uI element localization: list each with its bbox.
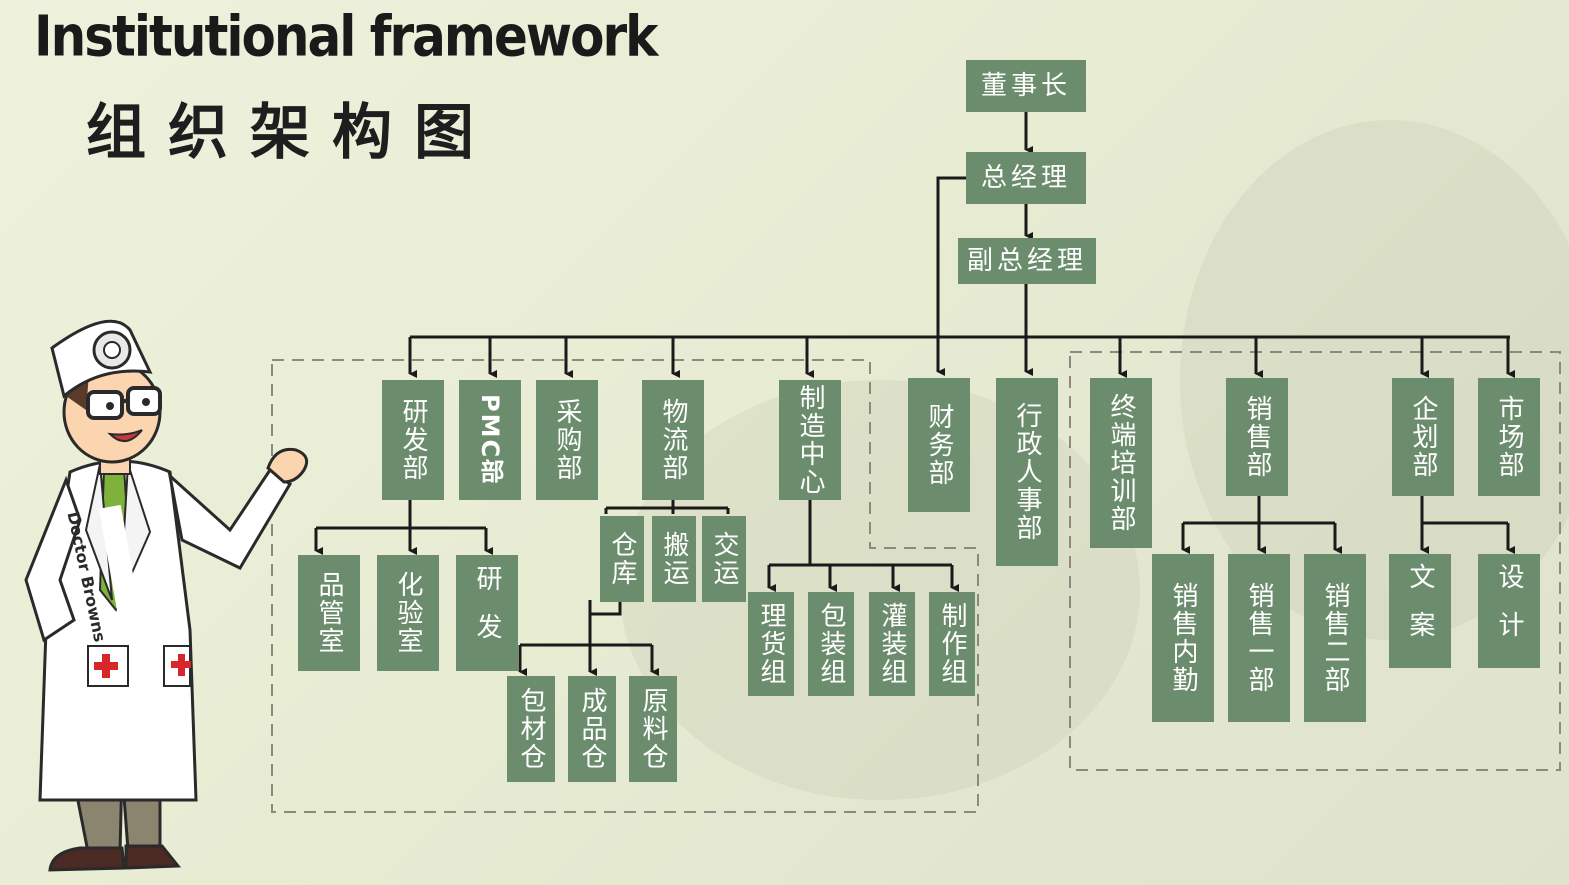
node-sales-dept: 销售部 — [1226, 378, 1288, 496]
dashed-group-outlines — [271, 351, 1561, 813]
title-english: Institutional framework — [34, 4, 658, 69]
node-admin-hr-dept: 行政人事部 — [996, 378, 1058, 566]
node-filling-group: 灌装组 — [869, 592, 915, 696]
node-rd-dept: 研发部 — [382, 380, 444, 500]
node-deputy-gm: 副总经理 — [958, 238, 1096, 284]
node-marketing-dept: 市场部 — [1478, 378, 1540, 496]
node-pmc-dept: PMC部 — [459, 380, 521, 500]
production-group-outline — [271, 359, 979, 813]
node-delivery: 交运 — [702, 516, 746, 602]
node-purchasing-dept: 采购部 — [536, 380, 598, 500]
node-copywriting: 文案 — [1389, 554, 1451, 668]
node-raw-material-store: 原料仓 — [629, 676, 677, 782]
node-lab-room: 化验室 — [377, 555, 439, 671]
node-design: 设计 — [1478, 554, 1540, 668]
node-manufacturing-center: 制造中心 — [779, 380, 841, 500]
node-rd: 研发 — [456, 555, 518, 671]
node-chairman: 董事长 — [966, 60, 1086, 112]
doctor-illustration — [24, 319, 309, 872]
node-planning-dept: 企划部 — [1392, 378, 1454, 496]
warehouse-stem — [588, 600, 622, 645]
node-sales-two: 销售二部 — [1304, 554, 1366, 722]
line-gm-finance — [936, 176, 966, 376]
node-terminal-training-dept: 终端培训部 — [1090, 378, 1152, 548]
node-logistics-dept: 物流部 — [642, 380, 704, 500]
node-warehouse: 仓库 — [600, 516, 644, 602]
node-finished-goods-store: 成品仓 — [568, 676, 616, 782]
sales-group-outline — [1069, 351, 1561, 771]
node-sorting-group: 理货组 — [748, 592, 794, 696]
node-finance-dept: 财务部 — [908, 378, 970, 512]
node-qc-room: 品管室 — [298, 555, 360, 671]
node-packaging-store: 包材仓 — [507, 676, 555, 782]
node-packing-group: 包装组 — [808, 592, 854, 696]
node-sales-office: 销售内勤 — [1152, 554, 1214, 722]
node-general-manager: 总经理 — [966, 152, 1086, 204]
title-chinese: 组织架构图 — [86, 98, 496, 168]
node-production-group: 制作组 — [929, 592, 975, 696]
node-handling: 搬运 — [652, 516, 696, 602]
node-sales-one: 销售一部 — [1228, 554, 1290, 722]
